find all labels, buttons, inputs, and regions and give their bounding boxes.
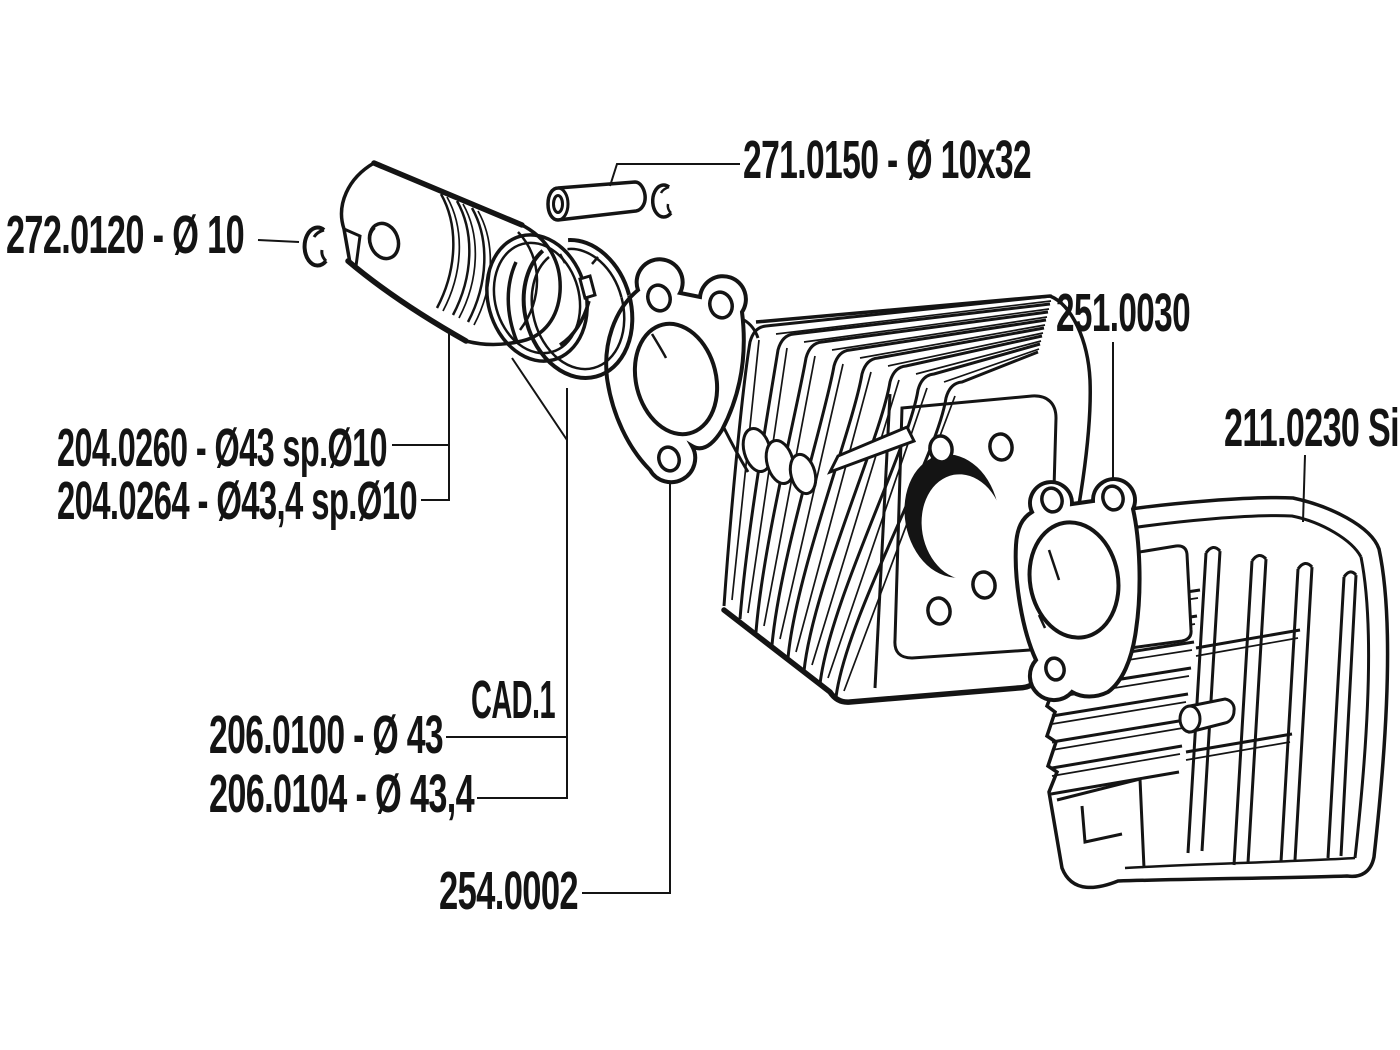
label-ring-43-4: 206.0104 - Ø 43,4 [209, 764, 475, 824]
leader-circlip [257, 239, 300, 243]
label-piston-43: 204.0260 - Ø43 sp.Ø10 [57, 418, 387, 478]
label-base-gasket: 254.0002 [439, 861, 578, 921]
leader-wrist-pin [609, 163, 740, 187]
leader-cylinder-head [1302, 454, 1306, 523]
leader-base-gasket [582, 483, 671, 894]
exhaust-stub [826, 425, 917, 475]
spark-plug-boss [1178, 697, 1236, 734]
part-labels: 271.0150 - Ø 10x32 272.0120 - Ø 10 204.0… [6, 130, 1400, 921]
label-circlip: 272.0120 - Ø 10 [6, 205, 244, 265]
head-gasket-drawing [1013, 477, 1142, 703]
label-cad-note: CAD.1 [471, 670, 555, 730]
circlip-left [302, 225, 328, 268]
label-ring-43: 206.0100 - Ø 43 [209, 705, 443, 765]
label-wrist-pin: 271.0150 - Ø 10x32 [743, 130, 1031, 190]
leader-rings [446, 357, 568, 799]
circlip-right [650, 183, 673, 219]
wrist-pin-drawing [546, 180, 647, 222]
label-cylinder-head: 211.0230 Si [1224, 398, 1399, 458]
leader-lines [257, 163, 1306, 894]
base-gasket-drawing [604, 257, 748, 485]
piston-ring-c [521, 238, 635, 380]
label-head-gasket: 251.0030 [1056, 283, 1190, 343]
label-piston-43-4: 204.0264 - Ø43,4 sp.Ø10 [57, 471, 417, 531]
cylinder-drawing [721, 294, 1092, 705]
leader-piston [392, 330, 450, 501]
piston-drawing [339, 160, 562, 347]
